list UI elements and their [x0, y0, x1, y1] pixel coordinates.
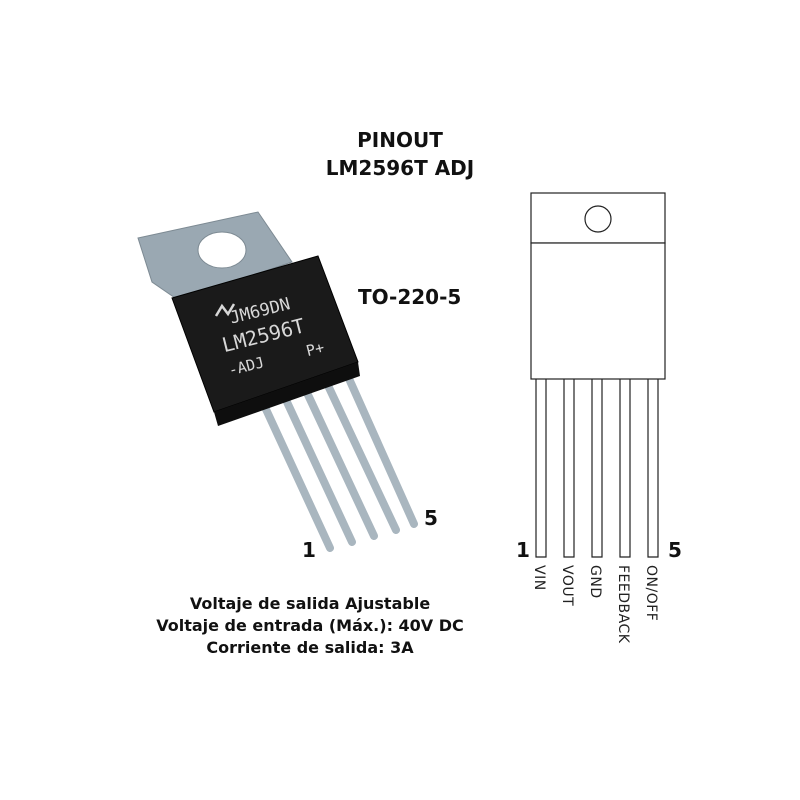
pin-label-feedback: FEEDBACK — [615, 565, 631, 644]
pinout-schematic — [530, 192, 666, 558]
chip-leads — [254, 368, 418, 552]
chip-body-bottom — [214, 362, 360, 426]
pin-label-vout: VOUT — [559, 565, 575, 607]
diagram-pin-5-number: 5 — [668, 538, 682, 562]
schematic-pin-5 — [647, 379, 659, 558]
chip-mounting-hole — [197, 231, 247, 269]
pin-label-vin: VIN — [531, 565, 547, 591]
title-part-number: LM2596T ADJ — [325, 156, 475, 180]
spec-output-voltage: Voltaje de salida Ajustable — [189, 594, 431, 613]
chip-marking-line4: P+ — [304, 338, 326, 360]
package-label: TO-220-5 — [358, 285, 462, 309]
schematic-mounting-hole — [584, 205, 612, 233]
spec-output-current: Corriente de salida: 3A — [206, 638, 414, 657]
schematic-body — [530, 242, 666, 380]
diagram-pin-1-number: 1 — [516, 538, 530, 562]
schematic-pin-2 — [563, 379, 575, 558]
schematic-pin-4 — [619, 379, 631, 558]
photo-pin-1-number: 1 — [302, 538, 316, 562]
chip-photo: JM69DN LM2596T -ADJ P+ — [137, 211, 418, 552]
schematic-tab — [530, 192, 666, 244]
ns-logo-icon — [214, 303, 236, 317]
spec-input-voltage: Voltaje de entrada (Máx.): 40V DC — [156, 616, 464, 635]
pin-label-on-off: ON/OFF — [643, 565, 659, 622]
schematic-pin-1 — [535, 379, 547, 558]
schematic-pin-3 — [591, 379, 603, 558]
title-pinout: PINOUT — [357, 128, 443, 152]
photo-pin-5-number: 5 — [424, 506, 438, 530]
schematic-pins — [535, 379, 659, 558]
pin-label-gnd: GND — [587, 565, 603, 599]
